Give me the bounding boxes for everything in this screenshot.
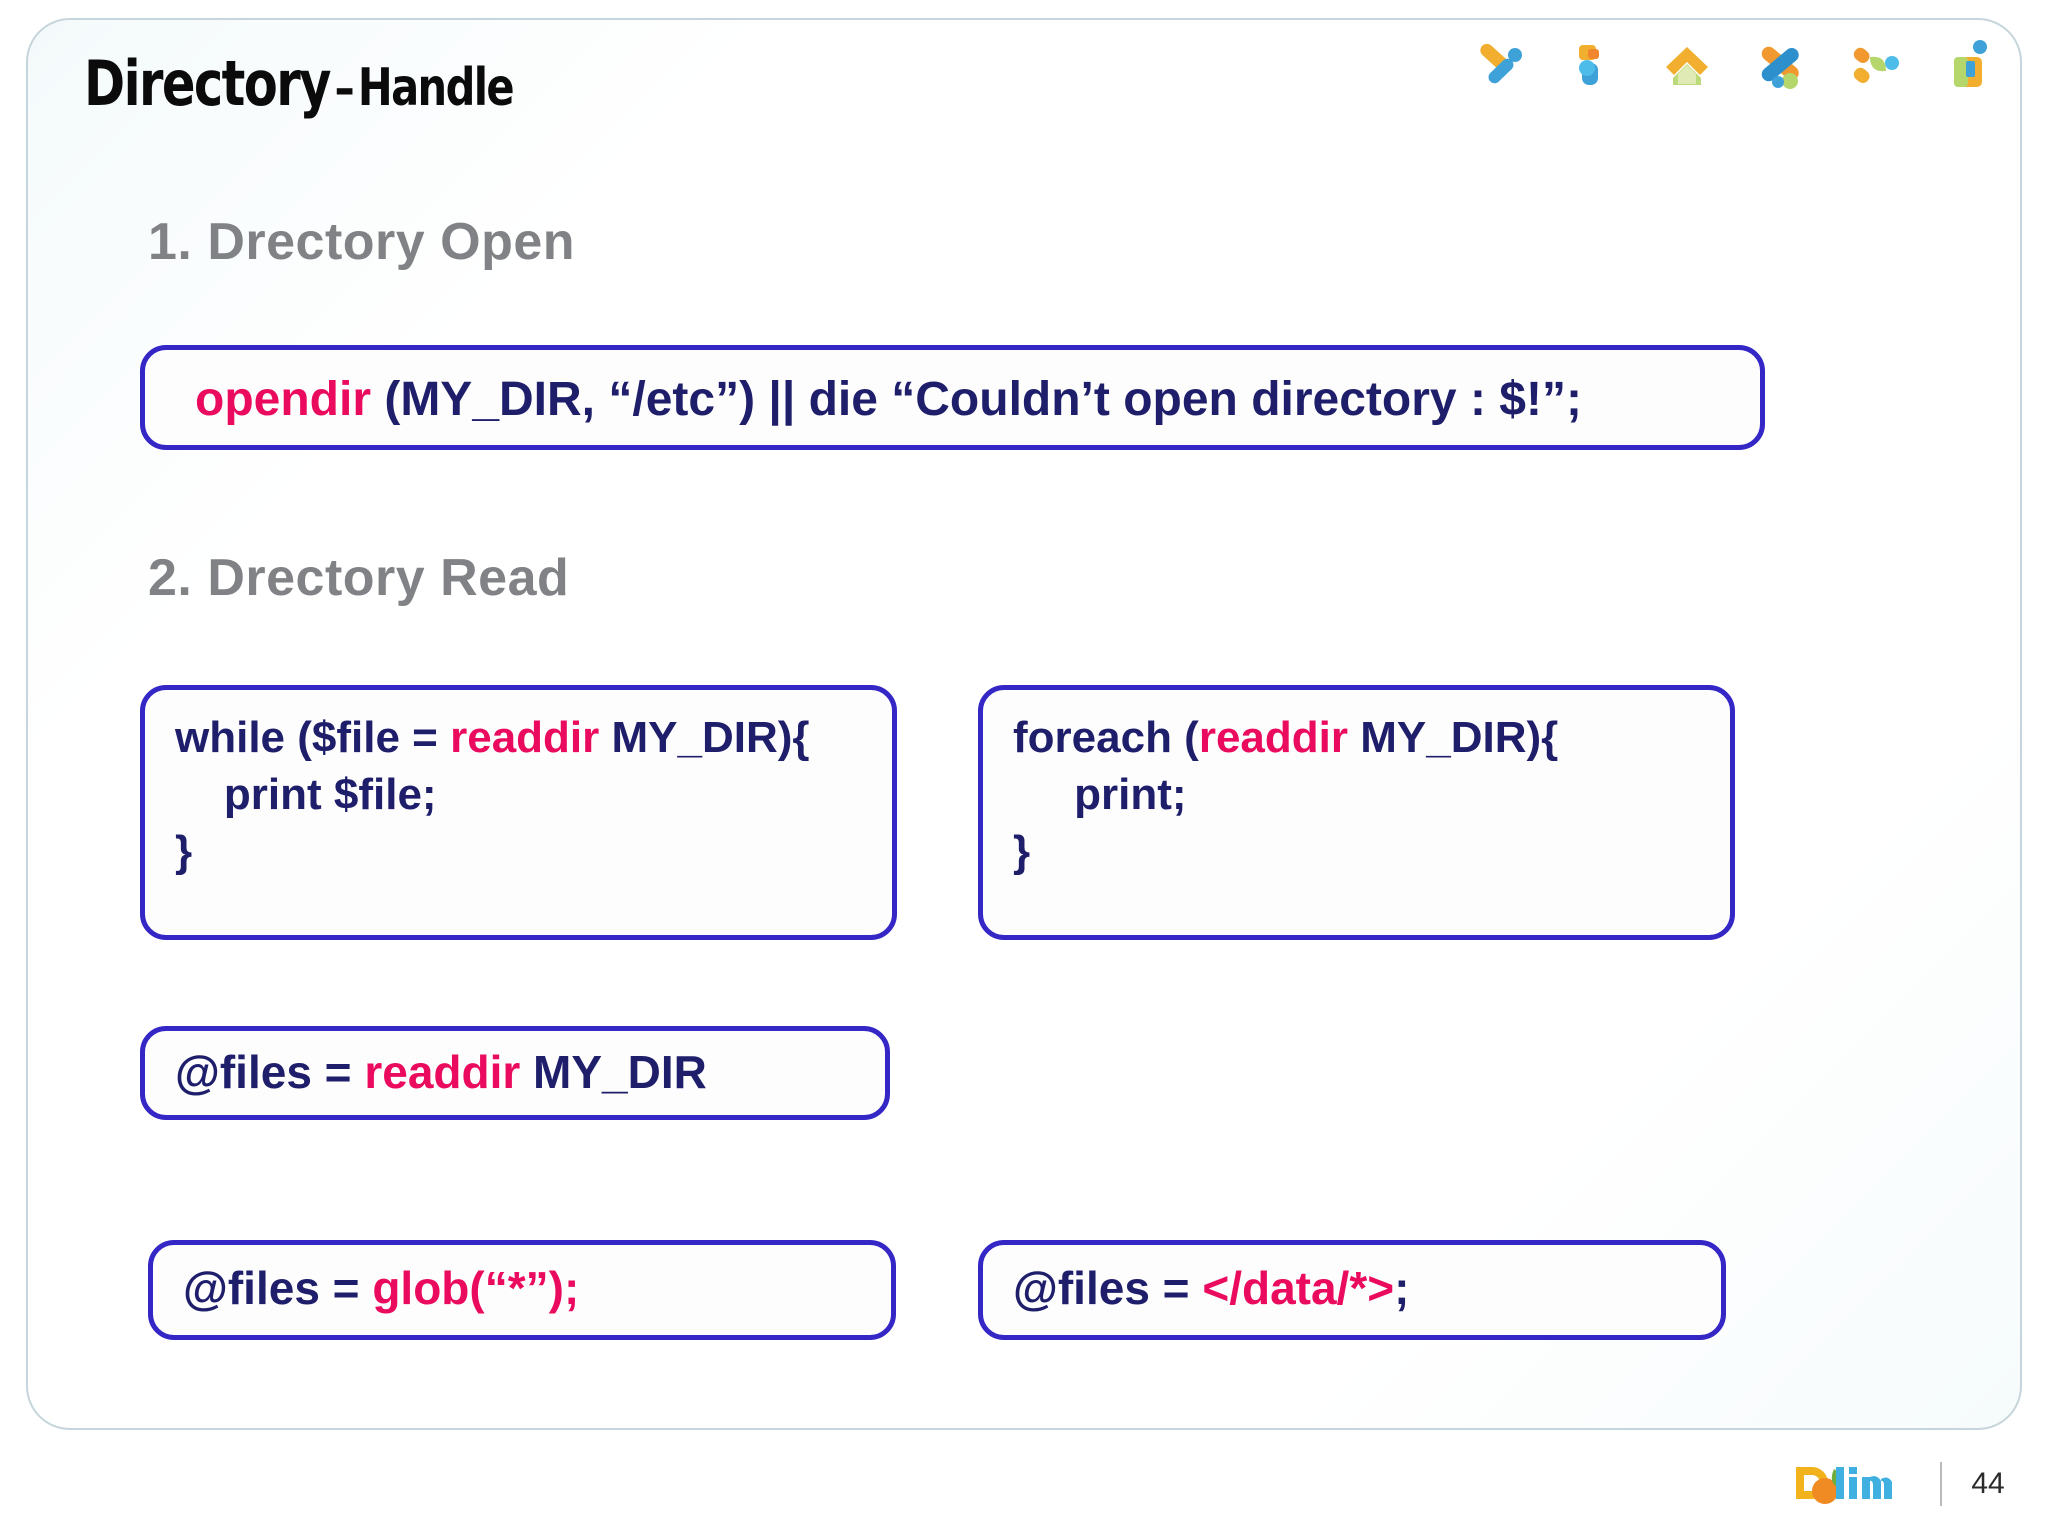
footer: 44 <box>1792 1454 2008 1514</box>
code-keyword: </data/*> <box>1202 1262 1395 1314</box>
code-line: foreach (readdir MY_DIR){ <box>1013 716 1558 760</box>
code-text: ; <box>1394 1262 1410 1314</box>
code-line: @files = </data/*>; <box>1013 1265 1409 1311</box>
code-line: while ($file = readdir MY_DIR){ <box>175 716 810 760</box>
code-line: opendir (MY_DIR, “/etc”) || die “Couldn’… <box>195 376 1582 424</box>
code-keyword: glob(“*”); <box>372 1262 580 1314</box>
page-number: 44 <box>1971 1467 2005 1500</box>
footer-divider <box>1940 1462 1942 1506</box>
code-line: @files = glob(“*”); <box>183 1265 579 1311</box>
glob-code-box: @files = glob(“*”); <box>148 1240 896 1340</box>
code-keyword: readdir <box>450 713 600 762</box>
code-text: } <box>175 827 193 876</box>
title-sub: Handle <box>357 58 515 118</box>
code-text: print $file; <box>175 770 437 819</box>
code-text: @files = <box>183 1262 373 1314</box>
person-blocks-icon <box>1562 35 1624 97</box>
code-text: @files = <box>1013 1262 1203 1314</box>
code-text: @files = <box>175 1046 365 1098</box>
flag-block-icon <box>1938 35 2000 97</box>
cross-arrows-icon <box>1468 35 1530 97</box>
code-line: } <box>175 830 810 874</box>
readdir-array-code-box: @files = readdir MY_DIR <box>140 1026 890 1120</box>
code-text: MY_DIR){ <box>599 713 810 762</box>
code-text: while ($file = <box>175 713 451 762</box>
opendir-code-box: opendir (MY_DIR, “/etc”) || die “Couldn’… <box>140 345 1765 450</box>
code-keyword: readdir <box>1198 713 1348 762</box>
angle-glob-code-box: @files = </data/*>; <box>978 1240 1726 1340</box>
header-logo-row <box>1468 30 2000 102</box>
code-line: print; <box>1013 773 1558 817</box>
code-line: print $file; <box>175 773 810 817</box>
code-text: MY_DIR){ <box>1348 713 1559 762</box>
code-line: @files = readdir MY_DIR <box>175 1049 707 1095</box>
code-text: MY_DIR <box>520 1046 707 1098</box>
title-main: Directory <box>84 47 331 120</box>
section-heading-1: 1. Drectory Open <box>148 213 576 271</box>
house-icon <box>1656 35 1718 97</box>
code-text: (MY_DIR, “/etc”) || die “Couldn’t open d… <box>371 373 1582 426</box>
code-text: } <box>1013 827 1031 876</box>
code-keyword: readdir <box>364 1046 521 1098</box>
code-keyword: opendir <box>195 373 371 426</box>
title-dash: – <box>334 59 355 117</box>
code-text: print; <box>1013 770 1187 819</box>
sprout-icon <box>1844 35 1906 97</box>
code-block: foreach (readdir MY_DIR){ print; } <box>1013 716 1558 887</box>
section-heading-2: 2. Drectory Read <box>148 549 570 607</box>
code-text: foreach ( <box>1013 713 1199 762</box>
code-block: while ($file = readdir MY_DIR){ print $f… <box>175 716 810 887</box>
code-line: } <box>1013 830 1558 874</box>
foreach-loop-code-box: foreach (readdir MY_DIR){ print; } <box>978 685 1735 940</box>
while-loop-code-box: while ($file = readdir MY_DIR){ print $f… <box>140 685 897 940</box>
double-cross-icon <box>1750 35 1812 97</box>
page-title: Directory–Handle <box>84 47 515 120</box>
dalim-logo <box>1792 1461 1914 1507</box>
